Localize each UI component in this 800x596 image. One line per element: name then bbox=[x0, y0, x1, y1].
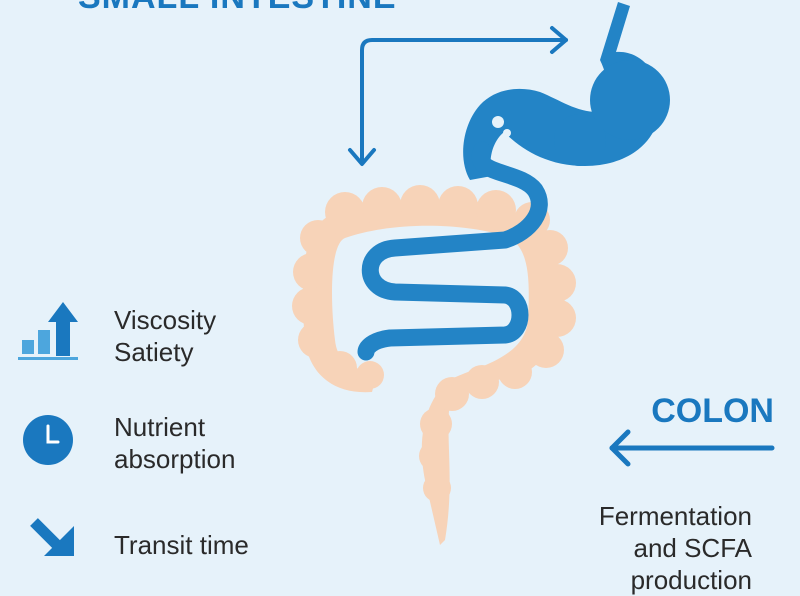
colon-arrow bbox=[612, 432, 772, 464]
colon-effect-line: Fermentation bbox=[599, 500, 752, 532]
legend-line: absorption bbox=[114, 443, 235, 475]
bar-chart-up-icon bbox=[18, 302, 78, 360]
arrow-down-right-icon bbox=[34, 522, 74, 556]
legend-item-viscosity: Viscosity Satiety bbox=[114, 304, 216, 368]
small-intestine-shape bbox=[366, 150, 539, 352]
legend-line: Nutrient bbox=[114, 411, 235, 443]
clock-icon bbox=[23, 415, 73, 465]
legend-line: Satiety bbox=[114, 336, 216, 368]
colon-effect-line: production bbox=[599, 564, 752, 596]
legend-item-transit: Transit time bbox=[114, 529, 249, 561]
colon-effects-text: Fermentation and SCFA production bbox=[599, 500, 752, 596]
legend-line: Viscosity bbox=[114, 304, 216, 336]
stomach-shape bbox=[463, 2, 670, 180]
legend-item-nutrient: Nutrient absorption bbox=[114, 411, 235, 475]
colon-effect-line: and SCFA bbox=[599, 532, 752, 564]
legend-line: Transit time bbox=[114, 529, 249, 561]
